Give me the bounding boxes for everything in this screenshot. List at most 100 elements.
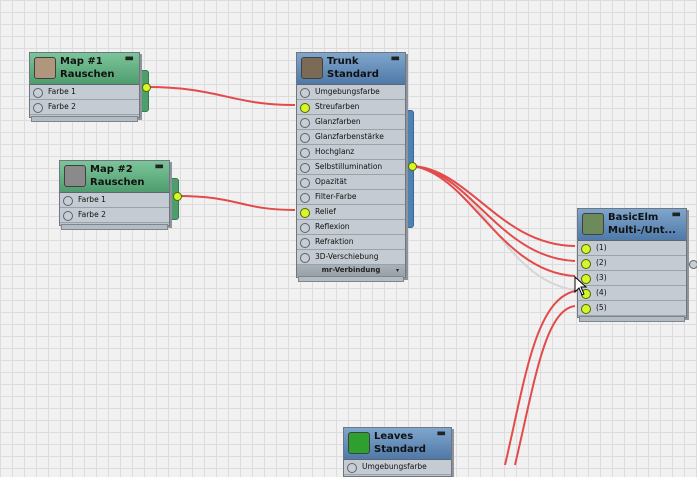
socket-icon[interactable]: [300, 148, 310, 158]
socket-icon[interactable]: [300, 238, 310, 248]
socket-icon[interactable]: [300, 178, 310, 188]
socket-icon[interactable]: [300, 103, 310, 113]
node-footer-stub: [298, 276, 404, 282]
slot-row[interactable]: (3): [578, 271, 686, 286]
slot-row[interactable]: Relief: [297, 205, 405, 220]
slot-row[interactable]: Glanzfarbenstärke: [297, 130, 405, 145]
map-thumbnail: [34, 57, 56, 79]
wire-trunk-to-slot2: [412, 165, 576, 262]
socket-icon[interactable]: [300, 193, 310, 203]
node-title: Leaves: [374, 431, 414, 442]
slot-row[interactable]: Filter-Farbe: [297, 190, 405, 205]
slot-label: Selbstillumination: [315, 162, 383, 171]
minus-icon[interactable]: ▬: [436, 428, 446, 439]
slot-row[interactable]: Farbe 1: [60, 193, 169, 208]
wire-trunk-to-slot3: [412, 165, 576, 277]
slot-label: Opazität: [315, 177, 347, 186]
socket-icon[interactable]: [300, 88, 310, 98]
node-header[interactable]: Map #2 Rauschen ▬: [60, 161, 169, 193]
chevron-down-icon[interactable]: ▾: [395, 267, 399, 274]
slot-row[interactable]: Selbstillumination: [297, 160, 405, 175]
slot-label: (2): [596, 258, 607, 267]
slot-row[interactable]: 3D-Verschiebung: [297, 250, 405, 265]
node-map2[interactable]: Map #2 Rauschen ▬ Farbe 1 Farbe 2: [59, 160, 170, 226]
output-socket-icon[interactable]: [173, 192, 182, 201]
slot-label: Streufarben: [315, 102, 360, 111]
slot-row[interactable]: Glanzfarben: [297, 115, 405, 130]
socket-icon[interactable]: [63, 211, 73, 221]
node-subtitle: Multi-/Unt...: [608, 225, 676, 236]
minus-icon[interactable]: ▬: [154, 161, 164, 172]
socket-icon[interactable]: [300, 133, 310, 143]
slot-row[interactable]: Umgebungsfarbe: [297, 85, 405, 100]
socket-icon[interactable]: [581, 304, 591, 314]
node-title: Map #2: [90, 164, 133, 175]
slot-row[interactable]: Refraktion: [297, 235, 405, 250]
socket-icon[interactable]: [33, 88, 43, 98]
material-thumbnail: [301, 57, 323, 79]
slot-label: Umgebungsfarbe: [362, 462, 427, 471]
wire-map1-to-streufarben: [145, 86, 296, 106]
slot-row[interactable]: Opazität: [297, 175, 405, 190]
node-subtitle: Rauschen: [60, 69, 115, 80]
slot-row[interactable]: (1): [578, 241, 686, 256]
slot-label: Farbe 1: [78, 195, 106, 204]
slot-label: Glanzfarbenstärke: [315, 132, 384, 141]
slot-label: Filter-Farbe: [315, 192, 357, 201]
socket-icon[interactable]: [33, 103, 43, 113]
slot-row[interactable]: Farbe 2: [30, 100, 139, 115]
slot-row[interactable]: Hochglanz: [297, 145, 405, 160]
node-footer-stub: [61, 224, 168, 230]
socket-icon[interactable]: [581, 259, 591, 269]
node-subtitle: Standard: [327, 69, 379, 80]
node-footer-stub: [31, 116, 138, 122]
node-subtitle: Rauschen: [90, 177, 145, 188]
socket-icon[interactable]: [300, 253, 310, 263]
socket-icon[interactable]: [300, 223, 310, 233]
slot-label: (3): [596, 273, 607, 282]
slot-label: Hochglanz: [315, 147, 355, 156]
slot-row[interactable]: (4): [578, 286, 686, 301]
slot-row[interactable]: (5): [578, 301, 686, 316]
footer-label: mr-Verbindung: [321, 266, 381, 274]
wire-map2-to-relief: [176, 195, 296, 211]
minus-icon[interactable]: ▬: [671, 209, 681, 220]
minus-icon[interactable]: ▬: [124, 53, 134, 64]
wire-faded: [412, 165, 576, 291]
output-socket-icon[interactable]: [689, 260, 697, 269]
socket-icon[interactable]: [300, 208, 310, 218]
slot-label: Farbe 2: [78, 210, 106, 219]
slot-label: (4): [596, 288, 607, 297]
socket-icon[interactable]: [300, 163, 310, 173]
socket-icon[interactable]: [581, 244, 591, 254]
slot-label: Relief: [315, 207, 336, 216]
slot-row[interactable]: Reflexion: [297, 220, 405, 235]
slot-row[interactable]: Farbe 2: [60, 208, 169, 223]
socket-icon[interactable]: [300, 118, 310, 128]
material-thumbnail: [582, 213, 604, 235]
material-thumbnail: [348, 432, 370, 454]
output-socket-icon[interactable]: [142, 83, 151, 92]
node-subtitle: Standard: [374, 444, 426, 455]
output-socket-icon[interactable]: [408, 162, 417, 171]
node-title: BasicElm: [608, 212, 659, 223]
slot-label: (5): [596, 303, 607, 312]
slot-row[interactable]: Streufarben: [297, 100, 405, 115]
socket-icon[interactable]: [63, 196, 73, 206]
minus-icon[interactable]: ▬: [390, 53, 400, 64]
mr-connection-footer[interactable]: mr-Verbindung ▾: [297, 265, 405, 276]
wire-trunk-to-slot1: [412, 165, 576, 247]
socket-icon[interactable]: [581, 274, 591, 284]
slot-row[interactable]: (2): [578, 256, 686, 271]
slot-row[interactable]: Farbe 1: [30, 85, 139, 100]
slot-row[interactable]: Umgebungsfarbe: [344, 460, 451, 475]
slot-label: Umgebungsfarbe: [315, 87, 380, 96]
